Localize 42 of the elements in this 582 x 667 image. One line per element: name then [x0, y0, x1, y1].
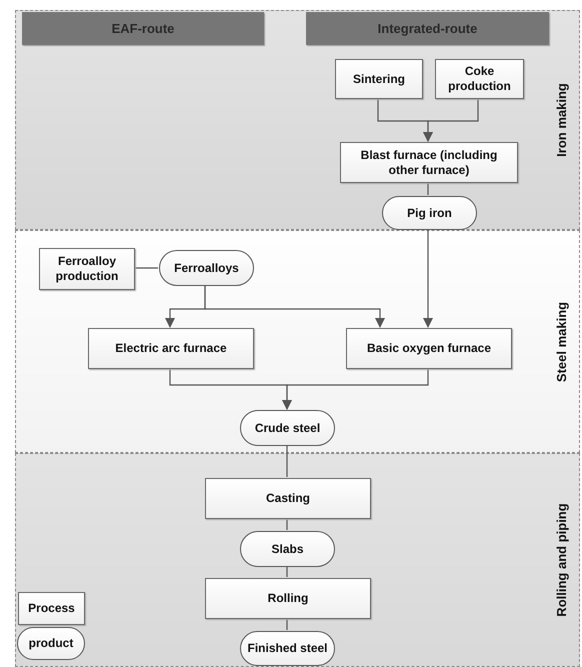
process-box: [205, 478, 371, 519]
node-label: Slabs: [271, 542, 304, 556]
node-label: Ferroalloy production: [54, 254, 120, 284]
product-terminal: [17, 627, 85, 660]
node-label: Electric arc furnace: [115, 341, 227, 356]
process-box: [340, 142, 518, 183]
route-header: Integrated-route: [306, 12, 549, 45]
route-header: EAF-route: [22, 12, 264, 45]
node-label: Crude steel: [254, 420, 320, 436]
process-box: [39, 248, 135, 290]
stage-label: Rolling and piping: [552, 503, 570, 617]
node-label: Pig iron: [407, 206, 452, 220]
process-box: [18, 592, 85, 625]
process-box: [88, 328, 254, 369]
connector-arrow: [423, 229, 433, 328]
stage-band: [15, 230, 580, 453]
connector-arrow: [423, 98, 479, 142]
node-label: Sintering: [352, 72, 405, 86]
node-label: Casting: [266, 491, 310, 506]
node-label: Ferroalloys: [174, 260, 239, 276]
connector-arrow: [282, 368, 429, 410]
product-terminal: [159, 250, 254, 286]
node-label: Rolling: [268, 591, 308, 606]
connector-arrow: [204, 285, 385, 328]
product-terminal: [382, 196, 477, 230]
product-terminal: [240, 410, 335, 446]
product-terminal: [240, 531, 335, 567]
process-box: [346, 328, 512, 369]
node-label: Process: [28, 601, 75, 616]
node-label: Finished steel: [247, 641, 328, 656]
product-terminal: [240, 631, 335, 666]
stage-label: Iron making: [552, 83, 570, 157]
node-label: product: [28, 636, 74, 651]
process-box: [205, 578, 371, 619]
process-box: [335, 59, 423, 99]
stage-band: [15, 10, 580, 230]
node-label: Basic oxygen furnace: [366, 341, 492, 356]
stage-label: Steel making: [552, 301, 570, 382]
stage-band: [15, 453, 580, 667]
node-label: Coke production: [447, 64, 512, 94]
node-label: Blast furnace (including other furnace): [360, 148, 498, 178]
process-box: [435, 59, 524, 99]
